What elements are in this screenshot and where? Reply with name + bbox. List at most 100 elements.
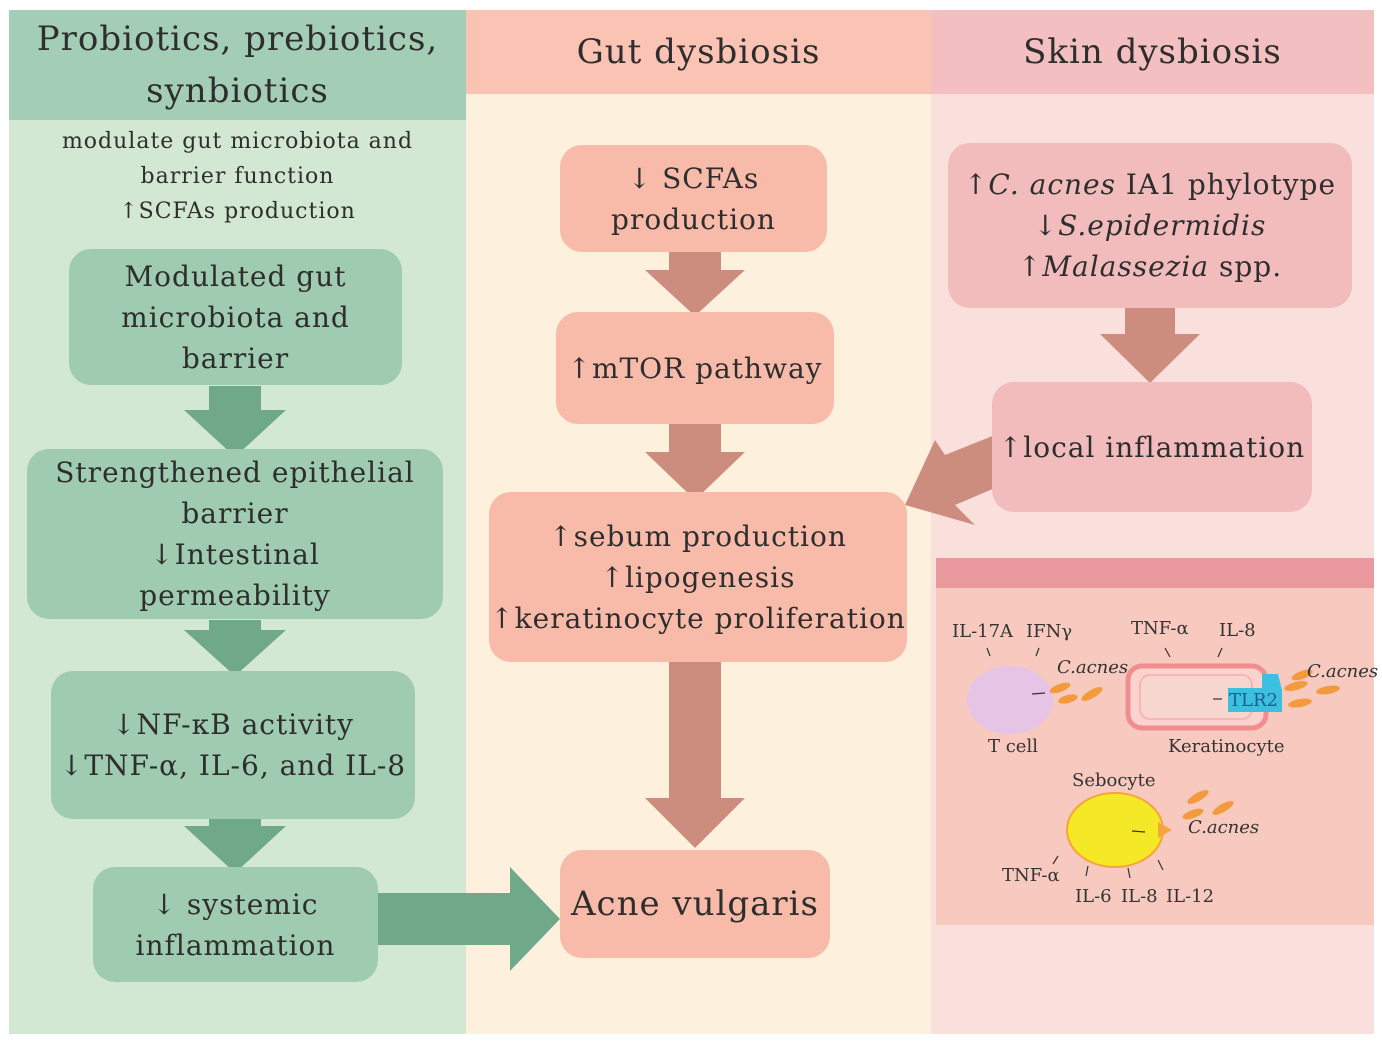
box-line: Acne vulgaris — [570, 883, 819, 924]
note-line: barrier function — [140, 164, 335, 189]
c-acnes-label: C.acnes — [1057, 657, 1129, 678]
local-inflammation-box: ↑local inflammation — [992, 382, 1312, 512]
cytokine-arrow — [1127, 867, 1131, 879]
box-line: ↑keratinocyte proliferation — [490, 601, 906, 635]
bacterium — [1212, 801, 1234, 815]
box-line: Strengthened epithelial — [55, 456, 415, 489]
pink-arrow-down — [645, 252, 745, 316]
acne-vulgaris-box: Acne vulgaris — [560, 850, 830, 958]
species-name: C. acnes — [988, 168, 1116, 201]
mtor-box: ↑mTOR pathway — [556, 312, 834, 424]
c-acnes-label: C.acnes — [1307, 661, 1379, 682]
box-line: ↑mTOR pathway — [567, 351, 823, 385]
panel-top-bar — [936, 558, 1374, 588]
green-arrow-down — [184, 818, 286, 873]
green-arrow-right — [376, 867, 560, 971]
probiotics-title-line: Probiotics, prebiotics, — [36, 19, 439, 59]
pink-arrow-down — [645, 424, 745, 500]
tlr2-label: TLR2 — [1229, 690, 1278, 711]
box-line: permeability — [139, 579, 331, 612]
systemic-inflammation-box: ↓ systemic inflammation — [93, 867, 378, 982]
box-line: ↑Malassezia spp. — [1018, 246, 1282, 287]
c-acnes-bacteria — [1049, 669, 1340, 820]
scfas-box: ↓ SCFAs production — [560, 145, 827, 252]
probiotics-header: Probiotics, prebiotics, synbiotics — [9, 10, 466, 120]
pink-arrow-down — [1100, 308, 1200, 383]
bacterium — [1187, 790, 1209, 804]
bacterium — [1182, 808, 1204, 820]
box-line: ↓Intestinal — [150, 538, 320, 571]
box-line: microbiota and — [121, 300, 350, 334]
cytokine-arrow — [1157, 859, 1164, 871]
cytokine-arrow — [1217, 647, 1223, 658]
epithelial-barrier-box: Strengthened epithelial barrier ↓Intesti… — [27, 449, 443, 619]
pink-arrow-down — [645, 662, 745, 848]
c-acnes-label: C.acnes — [1188, 817, 1260, 838]
cytokine-arrow — [986, 647, 991, 657]
il6-label: IL-6 — [1075, 886, 1112, 907]
box-line: barrier — [181, 341, 290, 375]
modulated-gut-box: Modulated gut microbiota and barrier — [69, 249, 402, 385]
species-name: Malassezia — [1042, 250, 1210, 283]
box-line: Modulated gut — [124, 259, 347, 293]
green-arrow-down — [184, 620, 286, 676]
tlr2-receptor — [1228, 674, 1282, 712]
skin-microbes-box: ↑C. acnes IA1 phylotype ↓S.epidermidis ↑… — [948, 143, 1352, 308]
gut-dysbiosis-header: Gut dysbiosis — [466, 10, 931, 94]
box-line: barrier — [181, 497, 289, 530]
bacterium — [1316, 685, 1340, 695]
t-cell-label: T cell — [988, 736, 1038, 757]
pink-arrow-diagonal — [905, 435, 995, 525]
box-line: ↓TNF-α, IL-6, and IL-8 — [59, 749, 407, 782]
skin-dysbiosis-header: Skin dysbiosis — [931, 10, 1374, 94]
cytokine-arrow — [1164, 647, 1171, 658]
t-cell-shape — [967, 666, 1053, 734]
box-line: ↑lipogenesis — [600, 560, 796, 594]
probiotics-title-line: synbiotics — [146, 71, 329, 111]
arrow-symbol: ↑ — [1017, 250, 1043, 283]
bacterium — [1081, 687, 1103, 701]
probiotics-note: modulate gut microbiota and barrier func… — [9, 124, 466, 229]
skin-cells-panel — [936, 558, 1374, 925]
cytokine-arrow — [1085, 865, 1089, 877]
box-line: ↑local inflammation — [998, 430, 1306, 464]
box-line: ↓S.epidermidis — [1034, 205, 1267, 246]
note-line: modulate gut microbiota and — [61, 129, 414, 154]
box-line: ↑C. acnes IA1 phylotype — [964, 164, 1336, 205]
sebocyte-label: Sebocyte — [1072, 770, 1156, 791]
bacterium — [1284, 681, 1308, 691]
box-line: ↓NF-κB activity — [112, 708, 354, 741]
t-cell-arrow — [1031, 692, 1046, 695]
bacterium — [1049, 682, 1071, 694]
box-line: ↑sebum production — [549, 519, 847, 553]
box-line: ↓ SCFAs — [627, 161, 760, 195]
species-name: S.epidermidis — [1058, 209, 1267, 242]
tnf-alpha-label: TNF-α — [1002, 865, 1060, 886]
box-text: spp. — [1209, 250, 1283, 283]
box-line: inflammation — [135, 928, 336, 962]
arrow-symbol: ↓ — [1033, 209, 1059, 242]
ifng-label: IFNγ — [1026, 621, 1073, 642]
sebocyte-shape — [1066, 792, 1164, 868]
sebocyte-arrow — [1131, 830, 1146, 833]
tnf-alpha-label: TNF-α — [1131, 618, 1189, 639]
bacterium — [1291, 669, 1313, 681]
nfkb-box: ↓NF-κB activity ↓TNF-α, IL-6, and IL-8 — [51, 671, 415, 819]
keratinocyte-label: Keratinocyte — [1168, 736, 1285, 757]
sebocyte-tip — [1158, 822, 1172, 838]
il12-label: IL-12 — [1166, 886, 1215, 907]
bacterium — [1058, 694, 1078, 704]
il17a-label: IL-17A — [952, 621, 1014, 642]
il8-label: IL-8 — [1121, 886, 1158, 907]
cytokine-arrow — [1052, 855, 1059, 865]
box-line: production — [611, 202, 776, 236]
note-line: ↑SCFAs production — [119, 199, 356, 224]
sebum-box: ↑sebum production ↑lipogenesis ↑keratino… — [489, 492, 907, 662]
bacterium — [1288, 698, 1312, 708]
green-arrow-down — [184, 386, 286, 457]
box-line: ↓ systemic — [152, 887, 319, 921]
il8-label: IL-8 — [1219, 620, 1256, 641]
cytokine-arrow — [1035, 647, 1040, 657]
